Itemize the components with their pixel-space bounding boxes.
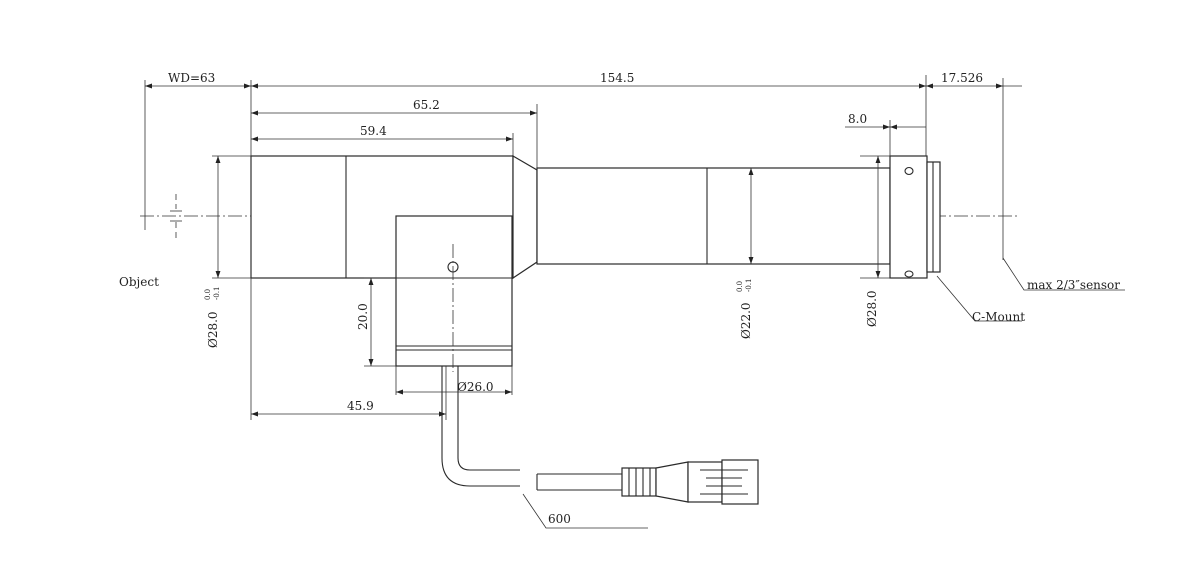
dim-dia-28-front: Ø28.0	[206, 311, 220, 348]
light-cable	[441, 366, 622, 491]
dim-height-20: 20.0	[356, 303, 370, 330]
label-object: Object	[119, 275, 159, 289]
object-plane-marker	[170, 194, 182, 238]
rear-tube	[536, 167, 891, 265]
dimension-lines	[145, 83, 1125, 529]
tol-22-lower: -0.1	[745, 279, 753, 293]
tol-28-lower: -0.1	[213, 287, 221, 301]
dim-8: 8.0	[848, 112, 867, 126]
dim-cable-length: 600	[548, 512, 571, 526]
dim-total-length: 154.5	[600, 71, 634, 85]
tol-22-upper: 0.0	[736, 281, 744, 292]
illumination-port	[395, 215, 513, 367]
cable-connector	[621, 459, 759, 505]
label-c-mount: C-Mount	[972, 310, 1025, 324]
taper-section	[512, 154, 538, 280]
dim-flange-back: 17.526	[941, 71, 983, 85]
lens-body	[250, 154, 941, 372]
dim-wd: WD=63	[168, 71, 215, 85]
dim-dia-22: Ø22.0	[739, 302, 753, 339]
dim-45: 45.9	[347, 399, 374, 413]
tol-28-upper: 0.0	[204, 289, 212, 300]
dim-dia-26: Ø26.0	[457, 380, 494, 394]
dim-65: 65.2	[413, 98, 440, 112]
dimension-labels: WD=63 154.5 17.526 65.2 59.4 8.0 45.9 Ø2…	[119, 71, 1120, 526]
label-sensor: max 2/3″sensor	[1027, 278, 1120, 292]
dim-59: 59.4	[360, 124, 387, 138]
dim-dia-28-mount: Ø28.0	[865, 290, 879, 327]
